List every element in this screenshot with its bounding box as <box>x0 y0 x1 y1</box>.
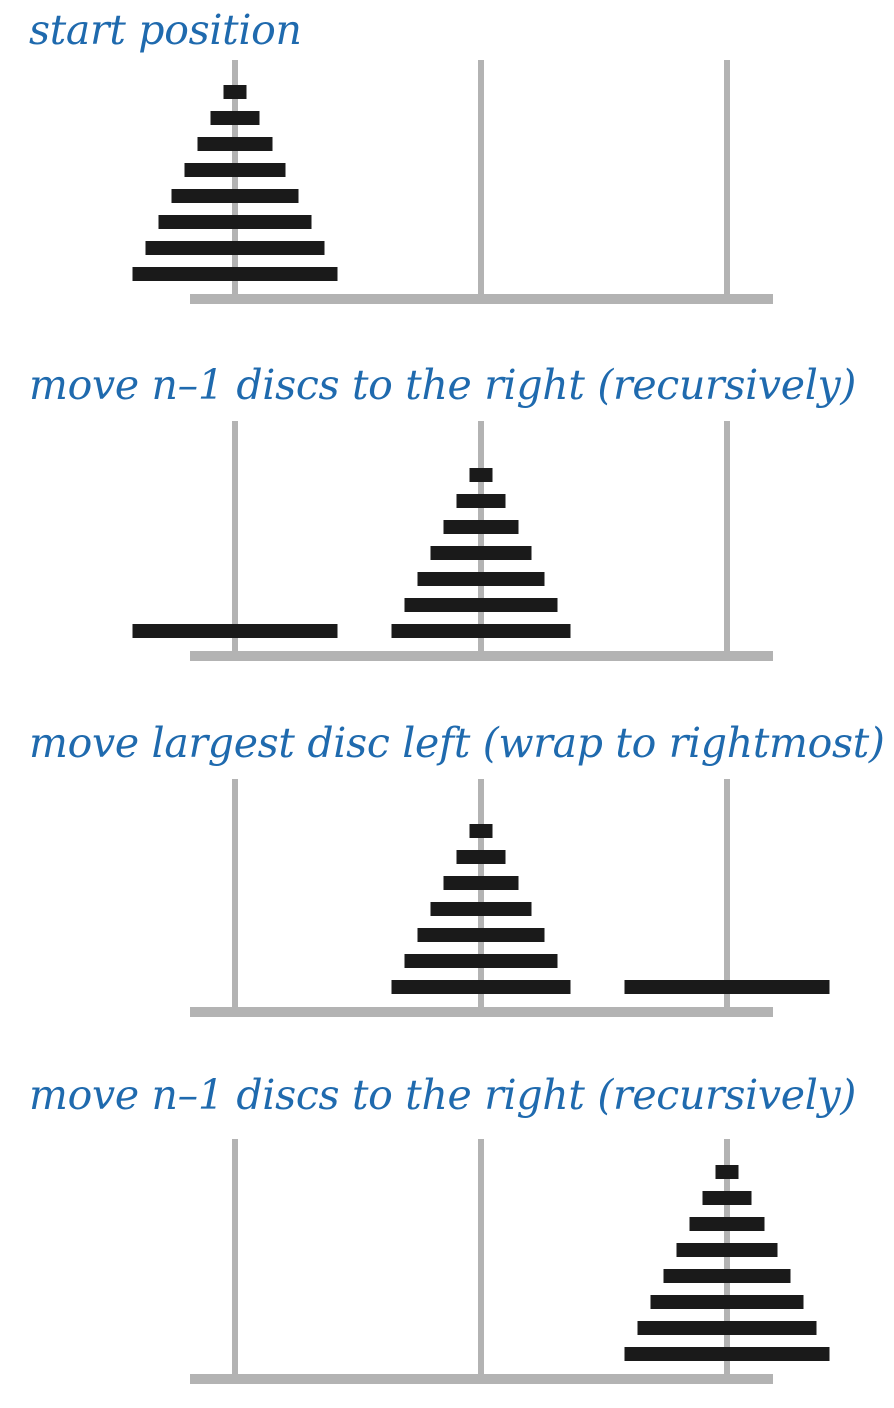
disc-8 <box>132 624 338 638</box>
disc-8 <box>132 267 338 281</box>
disc-6 <box>404 598 558 612</box>
disc-8 <box>624 1347 830 1361</box>
disc-6 <box>158 215 312 229</box>
disc-4 <box>184 163 286 177</box>
disc-2 <box>702 1191 752 1205</box>
caption-start-position: start position <box>29 6 302 54</box>
disc-3 <box>443 876 519 890</box>
disc-6 <box>404 954 558 968</box>
disc-7 <box>391 980 571 994</box>
caption-move-largest-left: move largest disc left (wrap to rightmos… <box>29 719 885 767</box>
base <box>190 651 773 661</box>
disc-5 <box>417 572 545 586</box>
disc-7 <box>391 624 571 638</box>
disc-1 <box>469 468 493 482</box>
disc-8 <box>624 980 830 994</box>
peg-left <box>232 421 238 651</box>
disc-5 <box>171 189 299 203</box>
peg-left <box>232 779 238 1007</box>
base <box>190 1007 773 1017</box>
base <box>190 294 773 304</box>
disc-1 <box>469 824 493 838</box>
base <box>190 1374 773 1384</box>
peg-right <box>724 60 730 294</box>
peg-middle <box>478 1139 484 1374</box>
disc-3 <box>197 137 273 151</box>
disc-3 <box>689 1217 765 1231</box>
disc-4 <box>430 546 532 560</box>
disc-2 <box>456 494 506 508</box>
peg-right <box>724 421 730 651</box>
disc-3 <box>443 520 519 534</box>
peg-middle <box>478 60 484 294</box>
caption-move-n-minus-1-right: move n–1 discs to the right (recursively… <box>29 361 857 409</box>
disc-6 <box>650 1295 804 1309</box>
disc-2 <box>210 111 260 125</box>
disc-7 <box>637 1321 817 1335</box>
disc-4 <box>430 902 532 916</box>
peg-middle <box>478 779 484 1007</box>
disc-5 <box>417 928 545 942</box>
disc-4 <box>676 1243 778 1257</box>
disc-1 <box>223 85 247 99</box>
peg-right <box>724 779 730 1007</box>
disc-2 <box>456 850 506 864</box>
peg-middle <box>478 421 484 651</box>
caption-move-n-minus-1-right-again: move n–1 discs to the right (recursively… <box>29 1071 857 1119</box>
peg-left <box>232 1139 238 1374</box>
disc-5 <box>663 1269 791 1283</box>
disc-7 <box>145 241 325 255</box>
disc-1 <box>715 1165 739 1179</box>
